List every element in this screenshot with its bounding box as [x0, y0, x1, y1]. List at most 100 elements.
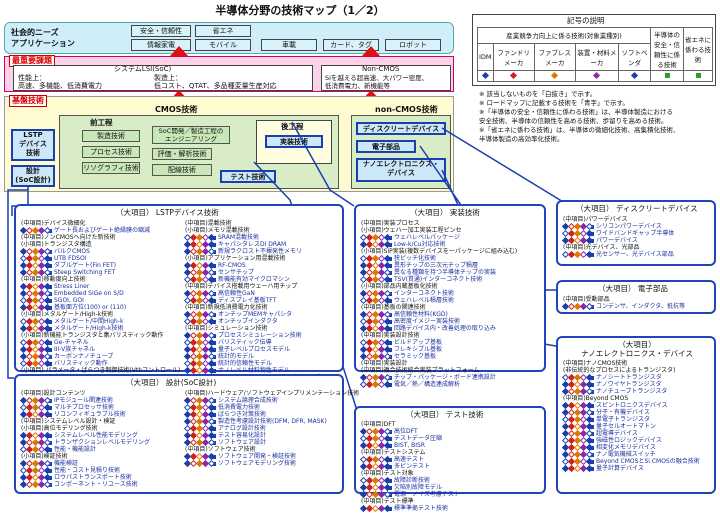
soc-requirement-box: システムLSI(SoC) 性能上： 高速、多機能、低消費電力 製造上： 低コスト… — [13, 65, 313, 91]
item-label: (中項目)DFT — [361, 421, 396, 428]
app-robot: ロボット — [385, 39, 441, 51]
mounting-tech-button[interactable]: 実装技術 — [265, 135, 323, 148]
tech-item: III-V族チャネル — [19, 345, 180, 354]
item-label: オンチップMEMキャパシタ — [218, 311, 293, 318]
tech-item: ウェハレベル積層技術 — [359, 296, 546, 305]
item-label: 統計的モデル — [218, 353, 255, 360]
item-label: (中項目)ソフトウェア技術 — [185, 446, 256, 453]
social-needs-band: 社会的ニーズ アプリケーション 安全・信頼性 省エネ 情報家電 モバイル 車載 … — [4, 22, 454, 54]
tech-item: 故障診断技術 — [359, 476, 546, 485]
tech-item: 強磁性ロジックデバイス — [561, 436, 714, 445]
item-label: (中項目)ナノCMOS技術 — [563, 360, 628, 367]
tech-item: ビルドアップ基板 — [359, 338, 546, 347]
tech-item: 標準準拠テスト技術 — [359, 504, 546, 513]
item-label: (小項目)検証技術 — [21, 453, 68, 460]
tech-item: ゲート長およびゲート絶縁膜の縮減 — [19, 226, 180, 235]
test-tech-button[interactable]: テスト技術 — [220, 170, 276, 183]
legend-note: ※「半導体の安全・信頼性に係わる技術」は、半導体製造における — [479, 108, 673, 116]
tech-category: (中項目)テスト対象 — [360, 470, 546, 477]
item-label: ディスプレイ基板TFT — [218, 297, 277, 304]
tech-category: (非伝統的なプロセスによるトランジスタ) — [562, 367, 714, 374]
tech-item: 新規ラクロスト不揮発性メモリ — [183, 247, 342, 256]
tech-item: アナログ設計技術 — [183, 424, 342, 433]
item-label: TSV(貫通)インターコネクト技術 — [394, 276, 483, 283]
tech-item: メタルゲート/High-k技術 — [19, 324, 180, 333]
tech-item: パワーデバイス — [561, 236, 714, 245]
tech-item: 量子セルオートマトン — [561, 422, 714, 431]
item-label: BIST, BISR — [394, 442, 426, 449]
square-marker-icon — [695, 73, 701, 78]
item-label: マルチプロセッサ技術 — [54, 404, 115, 411]
noncmos-title: Non-CMOS — [362, 65, 400, 73]
tech-category: (中項目)ノンCMOSへ向けた新技術 — [20, 234, 180, 241]
item-label: 多ピンテスト — [394, 463, 431, 470]
item-label: バルクCMOS — [54, 248, 90, 255]
item-label: (中項目)実装プロセス — [361, 220, 420, 227]
item-label: (中項目)テスト対象 — [361, 470, 414, 477]
tech-item: ソフトウェアモデリング技術 — [183, 459, 342, 468]
item-label: 強磁性ロジックデバイス — [596, 437, 662, 444]
panel-electronic-list: (中項目)受動部品コンデンサ、インダクタ、抵抗等 — [561, 296, 714, 311]
tech-item: 高位DFT — [359, 427, 546, 436]
marker-diamonds-icon — [183, 459, 216, 468]
legend-box: 記号の説明 産業競争力向上に係る技術(対象業種別) 半導体の安全・信頼性に係る技… — [472, 14, 716, 86]
tech-category: (中項目)新規低消費電力化技術 — [184, 304, 342, 311]
discrete-device-button[interactable]: ディスクリートデバイス — [356, 122, 446, 135]
tech-item: ワイドバンドギャップ半導体 — [561, 229, 714, 238]
noncmos-tech-area: ディスクリートデバイス 電子部品 ナノエレクトロニクス・ デバイス — [351, 115, 451, 189]
item-label: 新機能有効マイクロマシン — [218, 276, 290, 283]
app-automotive: 車載 — [261, 39, 317, 51]
legend-note: 安全技術、半導体の信頼性を高める技術、歩留りを高める技術。 — [479, 117, 668, 125]
item-label: (小項目)高位モデリング技術 — [21, 425, 98, 432]
item-label: 狭ピッチ化技術 — [394, 255, 437, 262]
tech-item: 新機能有効マイクロマシン — [183, 275, 342, 284]
item-label: 統計的信頼性モデル — [218, 360, 273, 367]
item-label: ソフトウェア設計 — [218, 439, 267, 446]
item-label: IPモジュール関連技術 — [54, 397, 113, 404]
tech-category: (小項目)新機能トランジスタと集バリスティック動作 — [20, 332, 180, 339]
noncmos-requirement-box: Non-CMOS Siを越える超高速、大パワー密度、 低消費電力、新機能等 — [321, 65, 451, 91]
tech-item: センサチップ — [183, 268, 342, 277]
tech-item: 欠陥別故障モデル — [359, 483, 546, 492]
panel-test-title: （大項目） テスト技術 — [406, 410, 484, 419]
tech-item: ディスプレイ基板TFT — [183, 296, 342, 305]
panel-design-right-list: (中項目)ハードウェア/ソフトウェアインプリメンテーション技術システム論理合成技… — [183, 390, 359, 468]
noncmos-body: Siを越える超高速、大パワー密度、 低消費電力、新機能等 — [325, 74, 429, 90]
item-label: Ge-チャネル — [54, 339, 89, 346]
tech-item: 超電導デバイス — [561, 429, 714, 438]
item-label: バリスティック動作 — [54, 360, 108, 367]
tech-item: TSV(貫通)インターコネクト技術 — [359, 275, 546, 284]
panel-nano-title: （大項目） ナノエレクトロニクス・デバイス — [581, 340, 693, 358]
tech-item: ソフトウェア設計 — [183, 438, 342, 447]
tech-item: 回路デバイス内・改善処理の取り込み — [359, 324, 546, 333]
tech-item: カーボンナノチューブ — [19, 352, 180, 361]
electronic-parts-button[interactable]: 電子部品 — [356, 140, 416, 153]
panel-mounting-title: （大項目） 実装技術 — [410, 208, 480, 217]
lstp-device-button[interactable]: LSTP デバイス 技術 — [11, 129, 55, 161]
item-label: (中項目)シミュレーション技術 — [185, 325, 268, 332]
app-info-appliance: 情報家電 — [131, 39, 191, 51]
back-end-title: 後工程 — [281, 122, 304, 131]
panel-nano-list: (中項目)ナノCMOS技術(非伝統的なプロセスによるトランジスタ)ナノシートトラ… — [561, 360, 714, 473]
item-label: (小項目)新機能トランジスタと集バリスティック動作 — [21, 332, 164, 339]
item-label: 量子計算デバイス — [596, 465, 644, 472]
tech-item: 高信頼性GaN — [183, 289, 342, 298]
noncmos-tech-title: non-CMOS技術 — [375, 105, 438, 114]
tech-category: (中項目)システムレベル設計・検証 — [20, 418, 180, 425]
arrow-needs-to-soc — [170, 46, 188, 56]
item-label: キャパシタレスDI DRAM — [218, 241, 287, 248]
item-label: 低消費電力技術 — [218, 404, 261, 411]
tech-category: (中項目)ナノCMOS技術 — [562, 360, 714, 367]
item-label: システム論理合成技術 — [218, 397, 278, 404]
tech-category: (小項目)部品内蔵基板化技術 — [360, 283, 546, 290]
soc-engineering: SoC開発／製造工程の エンジニアリング — [152, 126, 230, 144]
tech-item: ナノレベル材料物性モデル — [183, 366, 342, 375]
design-soc-button[interactable]: 設計 (SoC設計) — [11, 165, 55, 187]
need-safety: 安全・信頼性 — [131, 25, 191, 37]
item-label: 電源・ノイズ考慮テスト — [394, 491, 460, 498]
item-label: (小項目) パラメータ・ばらつき制御技術(Vthコントロール) — [21, 367, 181, 374]
tech-item: チップ・パッケージ・ボード連携設計 — [359, 373, 546, 382]
tech-category: (小項目)トランジスタ構造 — [20, 241, 180, 248]
panel-lstp: （大項目） LSTPデバイス技術 (中項目)デバイス微細化ゲート長およびゲート絶… — [14, 204, 344, 389]
